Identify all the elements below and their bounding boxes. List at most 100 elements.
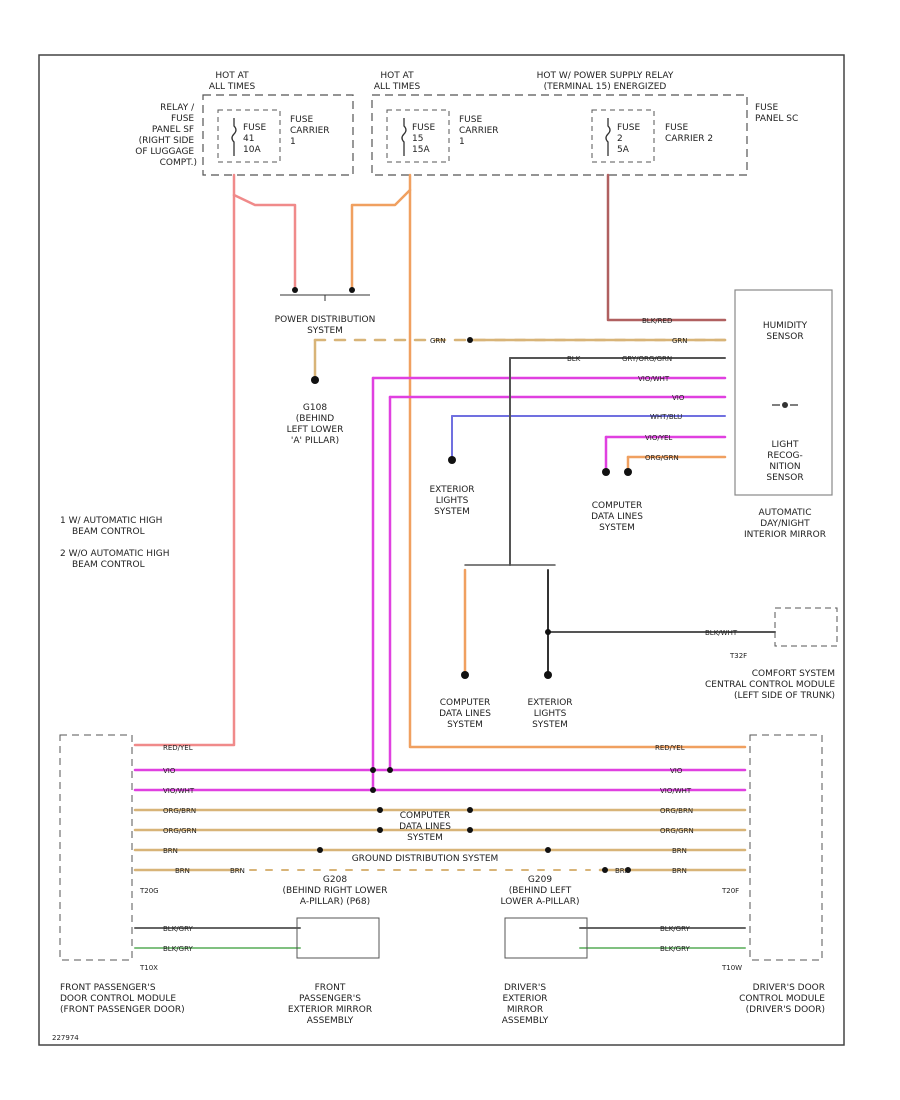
conn-right-bot: T10W [721,964,742,972]
front-passenger-mirror-box [296,917,380,959]
wire-label: ORG/BRN [163,807,196,815]
footer-code: 227974 [52,1034,79,1042]
junction-dots [292,287,632,873]
power-dist-terminal [292,287,298,293]
junction-dot [625,867,631,873]
ground-distribution-label: GROUND DISTRIBUTION SYSTEM [352,854,499,864]
wire-label: ORG/BRN [660,807,693,815]
wire-label: VIO [672,394,685,402]
wire-label: GRY/ORG/GRN [622,355,672,363]
mirror-pin-labels: BLK/RED GRN GRN BLK GRY/ORG/GRN VIO/WHT … [430,317,688,462]
wire-orange-branch [350,188,412,292]
fuse-15-box [386,109,450,163]
wire-label: GRN [672,337,688,345]
power-dist-terminal [349,287,355,293]
wire-label: RED/YEL [163,744,193,752]
junction-dot [317,847,323,853]
junction-dot [370,767,376,773]
power-dist-bracket [280,294,370,301]
cdl-terminal [624,468,632,476]
junction-dot [467,337,473,343]
comfort-connector-label: T32F [729,652,747,660]
wire-red-branch [232,193,297,292]
fuse-2-box [591,109,655,163]
door-right-labels: RED/YEL VIO VIO/WHT ORG/BRN ORG/GRN BRN … [615,744,694,953]
cdl-terminal [602,468,610,476]
wire-label: ORG/GRN [163,827,197,835]
relay-fuse-panel-sf-label: RELAY / FUSE PANEL SF (RIGHT SIDE OF LUG… [135,103,197,168]
wire-label: ORG/GRN [645,454,679,462]
wire-label: VIO/YEL [645,434,672,442]
wire-label: GRN [430,337,446,345]
wire-label: BRN [615,867,630,875]
fuse-15-symbol [401,118,407,156]
front-passenger-door-module [59,734,133,961]
wire-label: VIO/WHT [163,787,195,795]
interior-mirror-box [734,289,833,496]
door-left-labels: RED/YEL VIO VIO/WHT ORG/BRN ORG/GRN BRN … [163,744,245,953]
diagram-frame [38,54,845,1046]
wire-label: BLK/GRY [163,925,193,933]
hot-power-supply-relay: HOT W/ POWER SUPPLY RELAY(TERMINAL 15) E… [537,71,674,92]
wire-label: BLK/RED [642,317,672,325]
wire-label: VIO/WHT [660,787,692,795]
wire-label: BRN [230,867,245,875]
junction-dot [467,827,473,833]
junction-dot [387,767,393,773]
wire-label: BLK/GRY [660,945,690,953]
wire-label: BRN [672,847,687,855]
wire-label: BRN [163,847,178,855]
junction-dot [545,629,551,635]
wire-label: BLK/GRY [660,925,690,933]
wire-label: BRN [672,867,687,875]
wire-label: BLK [567,355,581,363]
exterior-lights-terminal [448,456,456,464]
wire-label: BLK/GRY [163,945,193,953]
wire-label: VIO [163,767,176,775]
fuse-carrier-2-box [371,94,748,176]
cdl-terminal-2 [461,671,469,679]
conn-left-top: T20G [139,887,159,895]
wire-orange-right [408,173,747,749]
junction-dot [370,787,376,793]
fuse-2-symbol [605,118,611,156]
wire-blk-red [606,173,727,322]
junction-dot [377,807,383,813]
wire-label: RED/YEL [655,744,685,752]
wire-label: BRN [175,867,190,875]
wire-red-left [133,173,236,747]
junction-dot [602,867,608,873]
comfort-module-box [774,607,838,647]
junction-dot [545,847,551,853]
wire-label: WHT/BLU [650,413,682,421]
junction-dot [467,807,473,813]
wires [133,173,776,949]
wire-label: VIO [670,767,683,775]
